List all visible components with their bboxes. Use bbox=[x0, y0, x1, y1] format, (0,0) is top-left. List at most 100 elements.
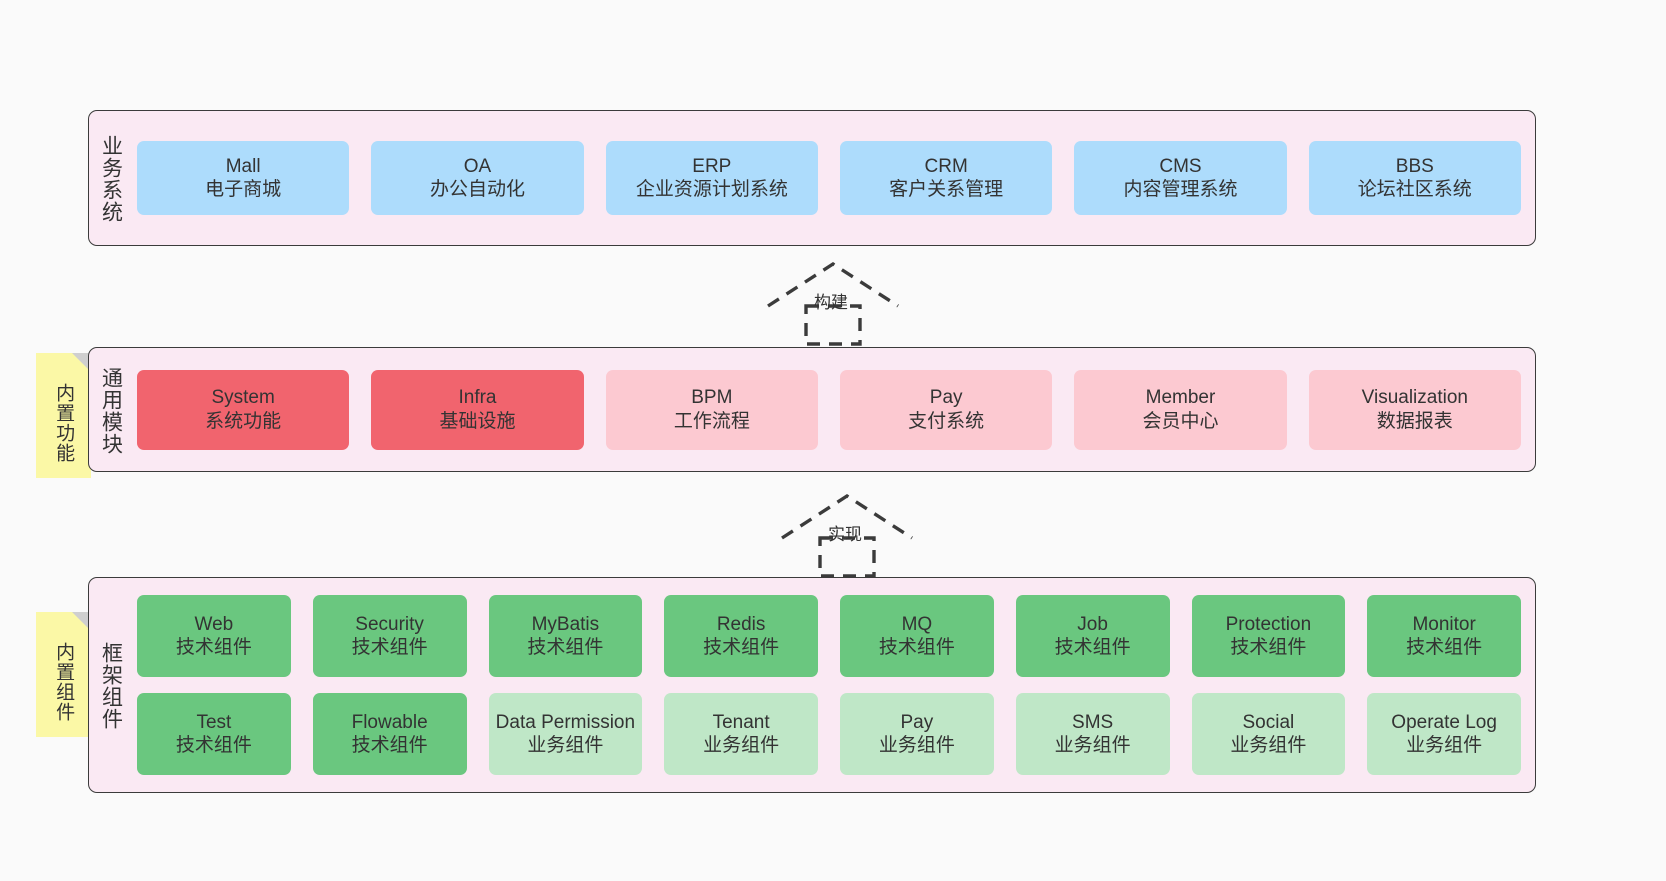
component-card-title: MyBatis bbox=[531, 613, 600, 635]
component-card-title: Test bbox=[196, 711, 232, 733]
component-card-subtitle: 技术组件 bbox=[527, 637, 604, 658]
component-card-title: Monitor bbox=[1412, 613, 1476, 635]
build-arrow-glyph bbox=[767, 261, 899, 346]
component-card-title: Pay bbox=[929, 387, 963, 409]
component-card-title: MQ bbox=[901, 613, 933, 635]
component-card-subtitle: 业务组件 bbox=[703, 735, 780, 756]
component-card-subtitle: 技术组件 bbox=[703, 637, 780, 658]
component-card-title: CRM bbox=[924, 155, 968, 177]
implement-arrow-glyph bbox=[781, 493, 913, 578]
component-card-title: Protection bbox=[1225, 613, 1312, 635]
layer-label-framework-components: 框架组件 bbox=[99, 642, 123, 730]
component-card-subtitle: 业务组件 bbox=[878, 735, 955, 756]
component-card-subtitle: 办公自动化 bbox=[429, 179, 525, 200]
component-card-subtitle: 技术组件 bbox=[1406, 637, 1483, 658]
component-card-title: Member bbox=[1145, 387, 1216, 409]
component-card-subtitle: 业务组件 bbox=[1406, 735, 1483, 756]
component-card-title: Social bbox=[1242, 711, 1295, 733]
connector-build-label: 构建 bbox=[814, 293, 848, 312]
component-card-subtitle: 技术组件 bbox=[351, 735, 428, 756]
component-card-title: Redis bbox=[716, 613, 766, 635]
component-card-subtitle: 技术组件 bbox=[175, 637, 252, 658]
component-card-subtitle: 技术组件 bbox=[351, 637, 428, 658]
component-card-subtitle: 基础设施 bbox=[439, 410, 516, 432]
layer-label-common-modules: 通用模块 bbox=[99, 366, 123, 455]
component-card-title: CMS bbox=[1159, 155, 1202, 177]
sticky-note-builtin-functions-label: 内置功能 bbox=[53, 382, 75, 463]
component-card-subtitle: 技术组件 bbox=[1230, 637, 1307, 658]
component-card-title: BBS bbox=[1395, 155, 1434, 177]
component-card-title: Job bbox=[1077, 613, 1108, 635]
component-card-subtitle: 支付系统 bbox=[908, 410, 985, 432]
component-card-title: Infra bbox=[458, 387, 497, 409]
sticky-note-builtin-components: 内置组件 bbox=[36, 612, 91, 737]
component-card-subtitle: 业务组件 bbox=[1054, 735, 1131, 756]
component-card-subtitle: 客户关系管理 bbox=[889, 179, 1004, 200]
component-card-subtitle: 技术组件 bbox=[1054, 637, 1131, 658]
component-card-title: BPM bbox=[691, 387, 733, 409]
sticky-note-builtin-functions: 内置功能 bbox=[36, 353, 91, 478]
layer-label-business-systems: 业务系统 bbox=[99, 135, 123, 223]
component-card-subtitle: 业务组件 bbox=[527, 735, 604, 756]
component-card-subtitle: 工作流程 bbox=[673, 410, 750, 432]
component-card-title: Web bbox=[194, 613, 234, 635]
component-card-title: Operate Log bbox=[1391, 711, 1497, 733]
component-card-title: Pay bbox=[900, 711, 934, 733]
component-card-title: OA bbox=[463, 155, 492, 177]
component-card-subtitle: 电子商城 bbox=[205, 179, 282, 200]
component-card-title: Visualization bbox=[1361, 387, 1468, 409]
component-card-title: Mall bbox=[225, 155, 261, 177]
component-card-subtitle: 业务组件 bbox=[1230, 735, 1307, 756]
component-card-subtitle: 技术组件 bbox=[878, 637, 955, 658]
component-card-title: System bbox=[211, 387, 275, 409]
connector-implement-label: 实现 bbox=[828, 525, 862, 544]
component-card-subtitle: 论坛社区系统 bbox=[1357, 179, 1472, 200]
connector-build: 构建 bbox=[758, 258, 908, 346]
component-card-subtitle: 技术组件 bbox=[175, 735, 252, 756]
component-card-subtitle: 企业资源计划系统 bbox=[635, 179, 788, 200]
component-card-title: Tenant bbox=[712, 711, 770, 733]
component-card-subtitle: 系统功能 bbox=[205, 410, 282, 432]
component-card-subtitle: 数据报表 bbox=[1376, 410, 1453, 432]
component-card-title: Security bbox=[355, 613, 424, 635]
component-card-title: ERP bbox=[692, 155, 732, 177]
component-card-title: SMS bbox=[1072, 711, 1114, 733]
